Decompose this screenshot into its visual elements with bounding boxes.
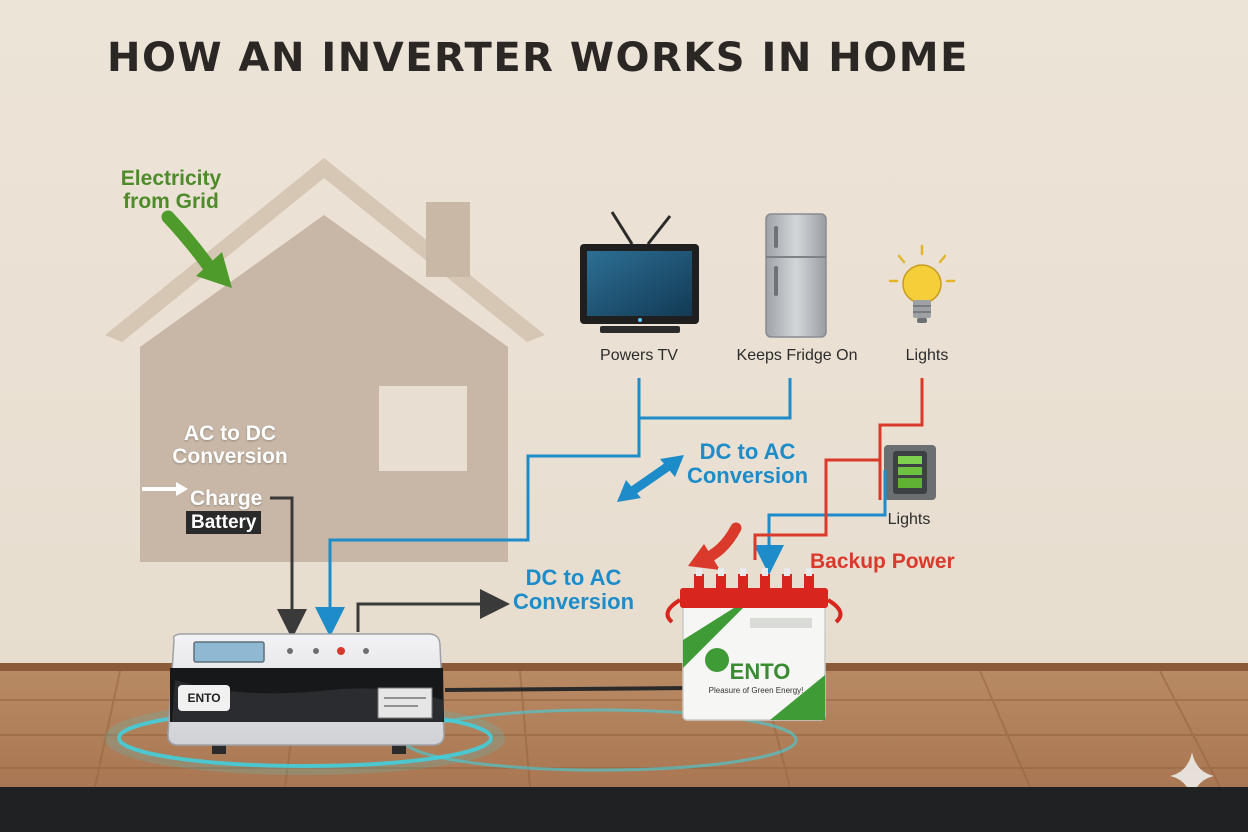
battery-logo-icon [705, 648, 729, 672]
dc-ac-upper-line1: DC to AC [699, 439, 796, 464]
dc-ac-lower-line1: DC to AC [525, 565, 622, 590]
grid-label-line1: Electricity [120, 167, 222, 190]
grid-arrow-head [196, 252, 232, 288]
grid-label: Electricity from Grid [116, 167, 226, 213]
dc-ac-lower-line2: Conversion [512, 589, 635, 615]
dc-ac-lower-label: DC to AC Conversion [506, 565, 641, 615]
charge-input-arrow-head [176, 482, 188, 496]
double-arrow-head-right [660, 455, 684, 477]
bottom-bar [0, 787, 1248, 832]
battery-brand-text: ENTO [730, 659, 791, 684]
house-window [379, 386, 467, 471]
dc-ac-upper-line2: Conversion [686, 463, 809, 489]
backup-arrow-head [688, 544, 720, 570]
lights-switch-label: Lights [887, 511, 931, 528]
battery-label: Battery [186, 511, 262, 534]
tv-label: Powers TV [600, 347, 678, 364]
fridge-icon [765, 213, 827, 338]
floor-cable [444, 686, 691, 692]
battery-unit [665, 568, 843, 721]
ac-dc-label: AC to DC Conversion [164, 422, 296, 468]
house-silhouette [105, 158, 545, 562]
battery-label-text: Battery [186, 511, 262, 534]
baseboard [0, 663, 1248, 671]
backup-wiring [753, 378, 924, 560]
fridge-label: Keeps Fridge On [736, 347, 858, 364]
light-bulb-icon [888, 244, 956, 323]
battery-tagline: Pleasure of Green Energy! [709, 686, 804, 695]
page-title: HOW AN INVERTER WORKS IN HOME [107, 35, 969, 81]
dc-ac-upper-label: DC to AC Conversion [680, 439, 815, 489]
lights-top-label: Lights [905, 347, 949, 364]
battery-switch-icon [884, 445, 936, 500]
inverter-unit [167, 633, 445, 754]
diagram-illustration: ENTO [0, 0, 1248, 787]
grid-arrow [161, 210, 217, 275]
charge-wiring [270, 496, 510, 639]
conversion-double-arrow [626, 460, 675, 497]
double-arrow-head-left [617, 480, 641, 502]
ac-dc-label-line1: AC to DC [183, 422, 277, 445]
tv-icon [580, 211, 699, 333]
grid-label-line2: from Grid [123, 190, 219, 214]
sparkle-icon [1170, 752, 1214, 787]
backup-power-label: Backup Power [810, 550, 955, 573]
inverter-brand-badge [178, 685, 230, 711]
charge-label: Charge [190, 487, 263, 510]
ac-dc-label-line2: Conversion [172, 445, 288, 469]
inverter-brand-text: ENTO [187, 691, 220, 705]
inverter-display [193, 641, 265, 663]
